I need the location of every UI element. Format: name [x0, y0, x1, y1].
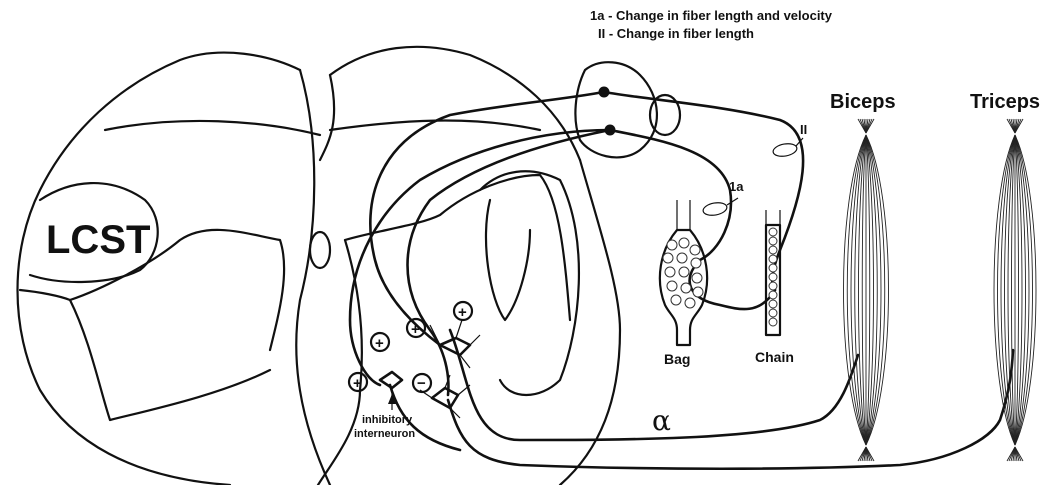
motor-neuron-lower — [420, 375, 470, 418]
triceps-muscle — [994, 119, 1036, 461]
efferent-fibers — [390, 330, 1013, 469]
spinal-cord-outline — [18, 47, 621, 485]
svg-text:+: + — [411, 321, 420, 338]
fiber-ii-label: II — [800, 122, 807, 137]
svg-text:+: + — [353, 375, 362, 392]
interneuron-label-line-2: interneuron — [354, 428, 415, 440]
chain-label: Chain — [755, 349, 794, 365]
biceps-muscle — [844, 119, 889, 461]
nuclear-bag-spindle — [660, 200, 707, 345]
minus-sign: − — [413, 374, 431, 392]
central-canal — [310, 232, 330, 268]
fiber-1a-label: 1a — [729, 179, 744, 194]
neurons — [380, 320, 480, 418]
plus-sign-3: + — [407, 319, 425, 338]
triceps-label: Triceps — [970, 91, 1040, 113]
plus-sign-4: + — [454, 302, 472, 321]
svg-text:−: − — [417, 375, 426, 392]
biceps-label: Biceps — [830, 91, 896, 113]
nuclear-chain-spindle — [766, 210, 780, 335]
legend-line-1: 1a - Change in fiber length and velocity — [590, 8, 833, 23]
legend-line-2: II - Change in fiber length — [598, 26, 754, 41]
svg-text:+: + — [458, 304, 467, 321]
svg-text:+: + — [375, 335, 384, 352]
fiber-ii-marker — [772, 142, 798, 158]
plus-sign-2: + — [349, 373, 367, 392]
fiber-1a-marker — [702, 201, 728, 217]
alpha-label: α — [652, 404, 671, 437]
bag-label: Bag — [664, 351, 690, 367]
synapse-signs: + + + + − — [349, 302, 472, 392]
plus-sign-1: + — [371, 333, 389, 352]
interneuron-label-line-1: inhibitory — [362, 414, 413, 426]
lcst-label: LCST — [46, 218, 150, 262]
